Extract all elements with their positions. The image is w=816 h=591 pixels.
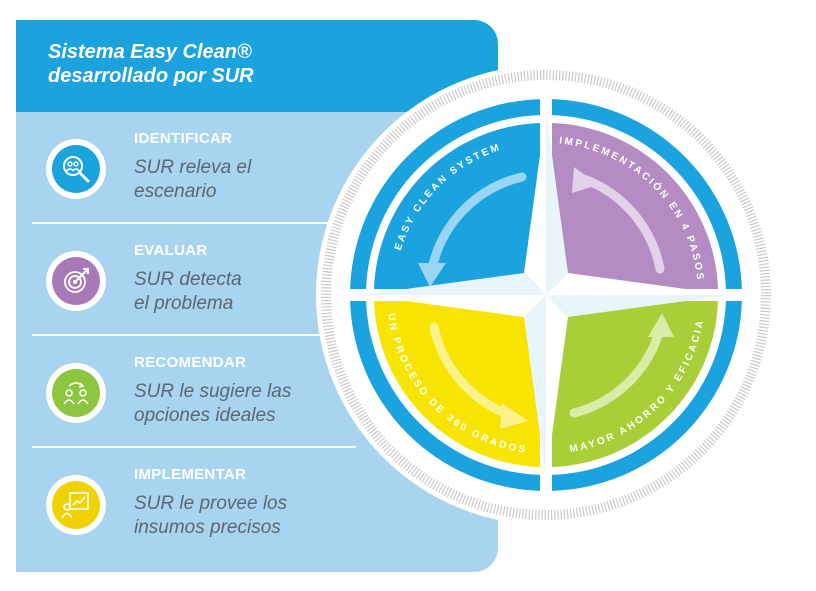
step-description-line1: SUR releva el [134,157,252,178]
people-cycle-icon [52,369,100,417]
step-description: SUR releva el escenario [134,156,344,204]
panel-title-line1: Sistema Easy Clean® [48,41,252,63]
step-title: EVALUAR [134,242,208,259]
compass-star [362,111,730,479]
quadrant-green [552,301,718,467]
step-description-line2: el problema [134,293,234,314]
step-title: IMPLEMENTAR [134,466,247,483]
quadrant-blue [374,123,540,289]
panel-title: Sistema Easy Clean® desarrollado por SUR [48,40,254,88]
step-description-line2: opciones ideales [134,405,276,426]
panel-title-line2: desarrollado por SUR [48,65,254,87]
step-description-line1: SUR detecta [134,269,242,290]
arrowhead-green [648,313,674,337]
wheel-tick-ring [321,70,771,520]
quadrant-yellow [374,301,540,467]
step-implementar: IMPLEMENTAR SUR le provee los insumos pr… [16,448,356,560]
process-wheel: EASY CLEAN SYSTEM IMPLEMENTACIÓN EN 4 PA… [316,65,776,525]
step-description: SUR detecta el problema [134,268,344,316]
step-recomendar: RECOMENDAR SUR le sugiere las opciones i… [16,336,356,448]
step-icon-ring [46,475,106,535]
arrow-blue [427,172,527,274]
presentation-chart-icon [52,481,100,529]
step-description: SUR le sugiere las opciones ideales [134,380,344,428]
arrowhead-blue [418,263,446,287]
step-title: RECOMENDAR [134,354,247,371]
target-arrow-icon [52,257,100,305]
step-evaluar: EVALUAR SUR detecta el problema [16,224,356,336]
step-icon-ring [46,251,106,311]
arrowhead-purple [572,167,598,193]
divider [32,222,356,224]
step-identificar: IDENTIFICAR SUR releva el escenario [16,112,356,224]
arrowhead-yellow [500,403,528,429]
step-description: SUR le provee los insumos precisos [134,492,344,540]
people-magnifier-icon [52,145,100,193]
panel-header: Sistema Easy Clean® desarrollado por SUR [16,20,498,112]
quadrant-purple [552,123,718,289]
step-description-line2: escenario [134,181,217,202]
step-description-line1: SUR le provee los [134,493,288,514]
divider [32,446,356,448]
divider [32,334,356,336]
step-description-line1: SUR le sugiere las [134,381,292,402]
step-title: IDENTIFICAR [134,130,233,147]
arrow-green [569,324,665,418]
arrow-yellow [429,322,515,420]
step-icon-ring [46,139,106,199]
step-icon-ring [46,363,106,423]
step-description-line2: insumos precisos [134,517,281,538]
